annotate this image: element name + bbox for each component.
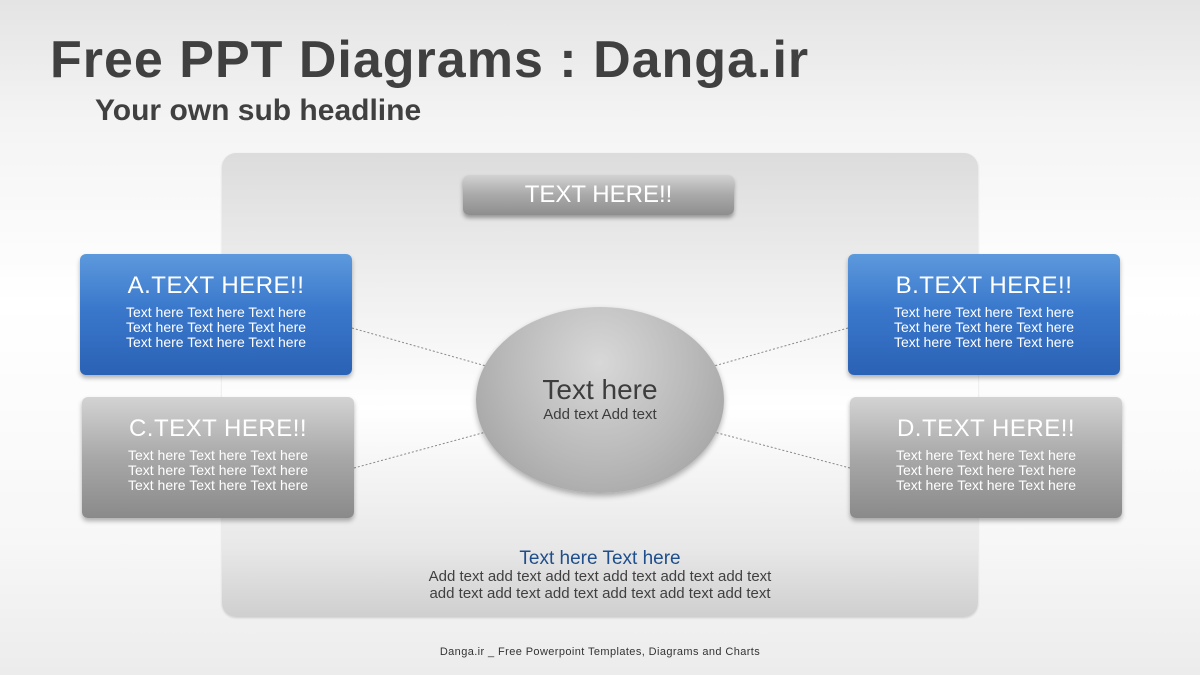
box-b-line: Text here Text here Text here [893, 334, 1075, 350]
box-b: B.TEXT HERE!! Text here Text here Text h… [848, 254, 1120, 375]
box-c-body: Text here Text here Text here Text here … [82, 448, 354, 493]
box-b-body: Text here Text here Text here Text here … [848, 305, 1120, 350]
connector-c [353, 431, 487, 469]
box-a-body: Text here Text here Text here Text here … [80, 305, 352, 350]
center-circle: Text here Add text Add text [476, 307, 724, 493]
connector-a [351, 327, 487, 367]
box-a-line: Text here Text here Text here [125, 334, 307, 350]
page-title: Free PPT Diagrams : Danga.ir [50, 31, 810, 89]
box-c: C.TEXT HERE!! Text here Text here Text h… [82, 397, 354, 518]
box-c-line: Text here Text here Text here [127, 477, 309, 493]
page-subtitle: Your own sub headline [95, 94, 422, 127]
box-d: D.TEXT HERE!! Text here Text here Text h… [850, 397, 1122, 518]
footer-text: Danga.ir _ Free Powerpoint Templates, Di… [439, 646, 761, 658]
box-a-title: A.TEXT HERE!! [127, 272, 305, 299]
connector-d [713, 431, 851, 469]
top-label: TEXT HERE!! [463, 175, 734, 215]
box-b-line: Text here Text here Text here [893, 304, 1075, 320]
box-d-line: Text here Text here Text here [895, 477, 1077, 493]
bottom-line: add text add text add text add text add … [429, 585, 771, 602]
connector-b [713, 327, 849, 367]
box-b-title: B.TEXT HERE!! [895, 272, 1073, 299]
box-a-line: Text here Text here Text here [125, 319, 307, 335]
box-c-title: C.TEXT HERE!! [128, 415, 308, 442]
box-d-line: Text here Text here Text here [895, 462, 1077, 478]
box-d-body: Text here Text here Text here Text here … [850, 448, 1122, 493]
center-title: Text here [542, 374, 658, 405]
box-a-line: Text here Text here Text here [125, 304, 307, 320]
box-d-line: Text here Text here Text here [895, 447, 1077, 463]
box-d-title: D.TEXT HERE!! [896, 415, 1076, 442]
box-c-line: Text here Text here Text here [127, 462, 309, 478]
bottom-heading: Text here Text here [519, 548, 681, 569]
box-c-line: Text here Text here Text here [127, 447, 309, 463]
center-subtitle: Add text Add text [543, 406, 657, 423]
bottom-line: Add text add text add text add text add … [428, 568, 772, 585]
box-a: A.TEXT HERE!! Text here Text here Text h… [80, 254, 352, 375]
box-b-line: Text here Text here Text here [893, 319, 1075, 335]
